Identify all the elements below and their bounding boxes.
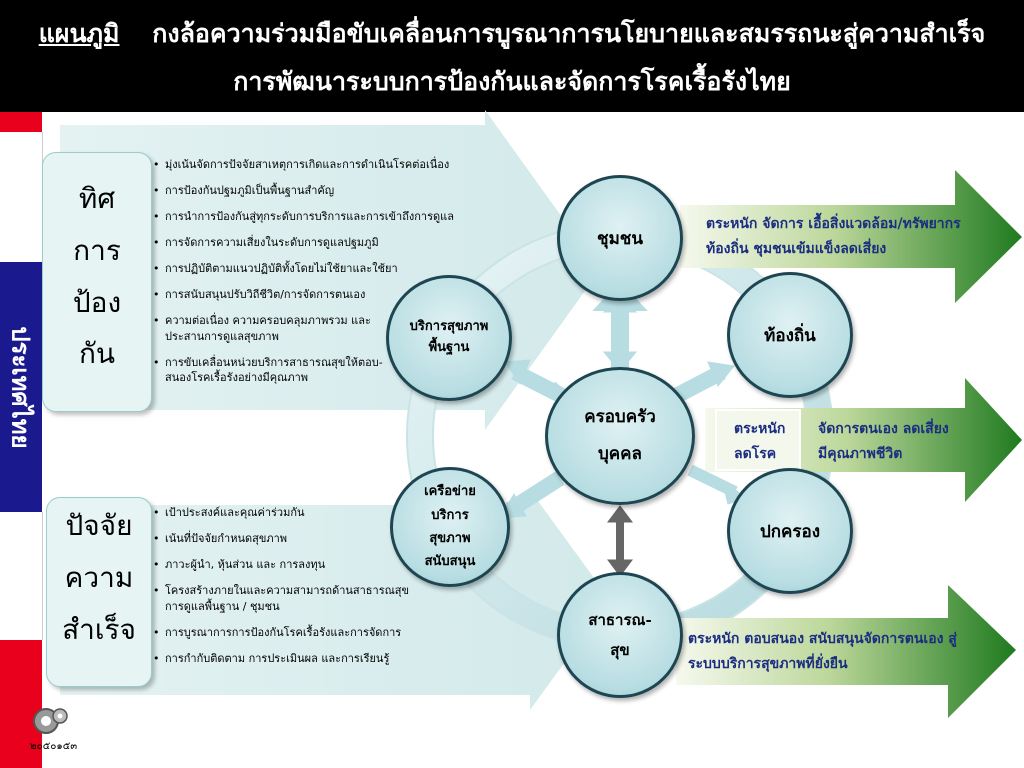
flag-red-bottom <box>0 640 42 768</box>
box1-word-4: กัน <box>78 336 116 370</box>
flag-white-top <box>0 132 43 262</box>
title-label: แผนภูมิ <box>38 19 120 48</box>
gray-double-arrow <box>607 505 633 577</box>
list-item: ความต่อเนื่อง ความครอบคลุมภาพรวม และประส… <box>153 313 375 345</box>
box1-word-3: ป้อง <box>72 286 122 320</box>
list-item: การกำกับติดตาม การประเมินผล และการเรียนร… <box>153 651 423 667</box>
green-arrow-2-text-a: ตระหนัก ลดโรค <box>734 421 786 462</box>
list-item: เน้นที่ปัจจัยกำหนดสุขภาพ <box>153 531 423 547</box>
list-item: ภาวะผู้นำ, หุ้นส่วน และ การลงทุน <box>153 557 423 573</box>
flag-red-top <box>0 112 42 132</box>
flag-white-bottom <box>0 512 43 640</box>
circle-community: ชุมชน <box>557 175 683 301</box>
box1-word-1: ทิศ <box>78 182 116 215</box>
circle-governance: ปกครอง <box>727 468 853 594</box>
green-text-box-a <box>715 409 801 471</box>
list-item: การขับเคลื่อนหน่วยบริการสาธารณสุขให้ตอบ-… <box>153 355 385 387</box>
title-line2: การพัฒนาระบบการป้องกันและจัดการโรคเรื้อร… <box>233 67 791 96</box>
list-item: มุ่งเน้นจัดการปัจจัยสาเหตุการเกิดและการด… <box>153 157 513 173</box>
circle-label-line1: ครอบครัว <box>584 406 656 427</box>
circle-family: ครอบครัว บุคคล <box>545 367 695 505</box>
title-main: กงล้อความร่วมมือขับเคลื่อนการบูรณาการนโย… <box>152 19 986 48</box>
circle-local: ท้องถิ่น <box>727 272 853 398</box>
green-arrow-1 <box>680 170 1022 303</box>
list-item: การป้องกันปฐมภูมิเป็นพื้นฐานสำคัญ <box>153 183 513 199</box>
circle-label: สาธารณ-สุข <box>588 611 652 659</box>
circle-label: ท้องถิ่น <box>764 325 816 346</box>
circle-label-line2: บุคคล <box>598 444 642 464</box>
list-item: การจัดการความเสี่ยงในระดับการดูแลปฐมภูมิ <box>153 235 513 251</box>
green-arrow-3-text: ตระหนัก ตอบสนอง สนับสนุนจัดการตนเอง สู่ร… <box>688 631 957 672</box>
gear-icon <box>33 708 68 734</box>
box1-word-2: การ <box>73 234 121 268</box>
success-list: เป้าประสงค์และคุณค่าร่วมกัน เน้นที่ปัจจั… <box>153 505 423 677</box>
box2-word-2: ความ <box>64 561 134 595</box>
logo-text: ๒๐๕๐๑๕๓ <box>30 741 78 752</box>
list-item: เป้าประสงค์และคุณค่าร่วมกัน <box>153 505 423 521</box>
circle-label: เครือข่ายบริการสุขภาพสนับสนุน <box>424 484 476 570</box>
list-item: การปฏิบัติตามแนวปฏิบัติทั้งโดยไม่ใช้ยาแล… <box>153 261 513 277</box>
circle-label: บริการสุขภาพพื้นฐาน <box>409 319 489 355</box>
list-item: การสนับสนุนปรับวิถีชีวิต/การจัดการตนเอง <box>153 287 513 303</box>
green-arrow-1-text: ตระหนัก จัดการ เอื้อสิ่งแวดล้อม/ทรัพยากร… <box>706 216 961 257</box>
circle-label: ปกครอง <box>759 521 821 542</box>
box2-word-3: สำเร็จ <box>62 613 136 647</box>
circle-label: ชุมชน <box>597 228 643 249</box>
list-item: โครงสร้างภายในและความสามารถด้านสาธารณสุข… <box>153 583 423 615</box>
circle-network: เครือข่ายบริการสุขภาพสนับสนุน <box>390 467 510 587</box>
prevention-direction-box: ทิศ การ ป้อง กัน <box>42 152 152 412</box>
green-arrow-3 <box>676 585 1016 718</box>
title-line1: แผนภูมิ กงล้อความร่วมมือขับเคลื่อนการบูร… <box>0 14 1024 54</box>
circle-basic-service: บริการสุขภาพพื้นฐาน <box>386 275 512 401</box>
success-factors-box: ปัจจัย ความ สำเร็จ <box>46 497 152 687</box>
prevention-list: มุ่งเน้นจัดการปัจจัยสาเหตุการเกิดและการด… <box>153 157 513 396</box>
box2-word-1: ปัจจัย <box>65 509 133 542</box>
list-item: การนำการป้องกันสู่ทุกระดับการบริการและกา… <box>153 209 513 225</box>
green-arrow-2-text-b: จัดการตนเอง ลดเสี่ยง มีคุณภาพชีวิต <box>818 421 949 462</box>
circle-public-health: สาธารณ-สุข <box>557 572 683 698</box>
list-item: การบูรณาการการป้องกันโรคเรื้อรังและการจั… <box>153 625 423 641</box>
flag-blue <box>0 262 42 512</box>
header-bar: แผนภูมิ กงล้อความร่วมมือขับเคลื่อนการบูร… <box>0 0 1024 112</box>
